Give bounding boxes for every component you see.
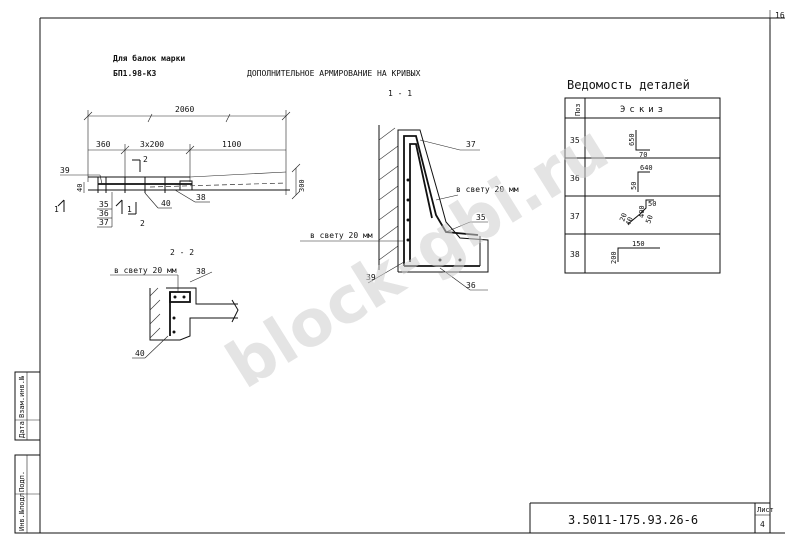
- section-2-pos-40: 40: [135, 349, 145, 358]
- stamp-date: Дата: [18, 421, 26, 438]
- row-38-d1: 150: [632, 240, 645, 248]
- row-38-d2: 200: [610, 251, 618, 264]
- sheet-number: 4: [760, 520, 765, 529]
- section-1-title: 1 - 1: [388, 89, 412, 98]
- cut-1-right: 1: [127, 205, 132, 214]
- sheet-label: Лист: [757, 506, 774, 514]
- cut-2-bottom: 2: [140, 219, 145, 228]
- row-37-pos: 37: [570, 212, 580, 221]
- plan-pos-38: 38: [196, 193, 206, 202]
- main-title: ДОПОЛНИТЕЛЬНОЕ АРМИРОВАНИЕ НА КРИВЫХ: [247, 69, 421, 78]
- corner-number: 16: [775, 11, 785, 20]
- plan-pos-37: 37: [99, 218, 109, 227]
- schedule-table: [564, 97, 721, 274]
- plan-pos-39: 39: [60, 166, 70, 175]
- stamp-signature: Подп.: [18, 471, 26, 492]
- row-37-d2: 400: [638, 205, 646, 218]
- cut-1-left: 1: [54, 205, 59, 214]
- title-block: [529, 502, 770, 533]
- row-37-d5: 50: [644, 214, 654, 225]
- plan-pos-40: 40: [161, 199, 171, 208]
- doc-number: 3.5011-175.93.26-6: [568, 513, 698, 527]
- section-1-pos-36: 36: [466, 281, 476, 290]
- plan-dim-total: 2060: [175, 105, 194, 114]
- plan-pos-35: 35: [99, 200, 109, 209]
- row-37-d1: 50: [648, 200, 656, 208]
- cut-2-top: 2: [143, 155, 148, 164]
- section-1-clear-1: в свету 20 мм: [456, 185, 519, 194]
- row-35-pos: 35: [570, 136, 580, 145]
- row-36-d2: 50: [630, 182, 638, 190]
- section-1-pos-35: 35: [476, 213, 486, 222]
- row-36-pos: 36: [570, 174, 580, 183]
- schedule-col-sketch: Эскиз: [620, 105, 667, 115]
- plan-dim-a: 360: [96, 140, 111, 149]
- section-1-1: [300, 125, 489, 291]
- row-37-d4: 40: [624, 216, 634, 227]
- plan-dim-b: 3x200: [140, 140, 164, 149]
- stamp-replace-inv: Взам.инв.№: [18, 375, 26, 418]
- plan-dim-left: 40: [76, 184, 84, 192]
- row-36-d1: 640: [640, 164, 653, 172]
- section-2-pos-38: 38: [196, 267, 206, 276]
- section-1-pos-39: 39: [366, 273, 376, 282]
- plan-dim-height: 300: [298, 179, 306, 192]
- plan-view: [57, 110, 301, 228]
- section-2-clear: в свету 20 мм: [114, 266, 177, 275]
- schedule-title: Ведомость деталей: [567, 78, 690, 92]
- beam-label-line2: БП1.98-К3: [113, 69, 157, 78]
- row-35-d2: 70: [639, 151, 647, 159]
- section-2-title: 2 - 2: [170, 248, 194, 257]
- stamp-inv-orig: Инв.№подл.: [18, 489, 26, 531]
- sheet-frame: [39, 10, 785, 534]
- beam-label-line1: Для балок марки: [113, 53, 185, 63]
- section-1-pos-37: 37: [466, 140, 476, 149]
- row-37-d3: 20: [618, 212, 628, 223]
- row-35-d1: 650: [628, 133, 636, 146]
- side-stamp: [14, 371, 41, 534]
- plan-pos-36: 36: [99, 209, 109, 218]
- section-1-clear-2: в свету 20 мм: [310, 231, 373, 240]
- section-2-2: [110, 271, 239, 359]
- plan-dim-c: 1100: [222, 140, 241, 149]
- schedule-col-pos: Поз: [574, 103, 582, 116]
- row-38-pos: 38: [570, 250, 580, 259]
